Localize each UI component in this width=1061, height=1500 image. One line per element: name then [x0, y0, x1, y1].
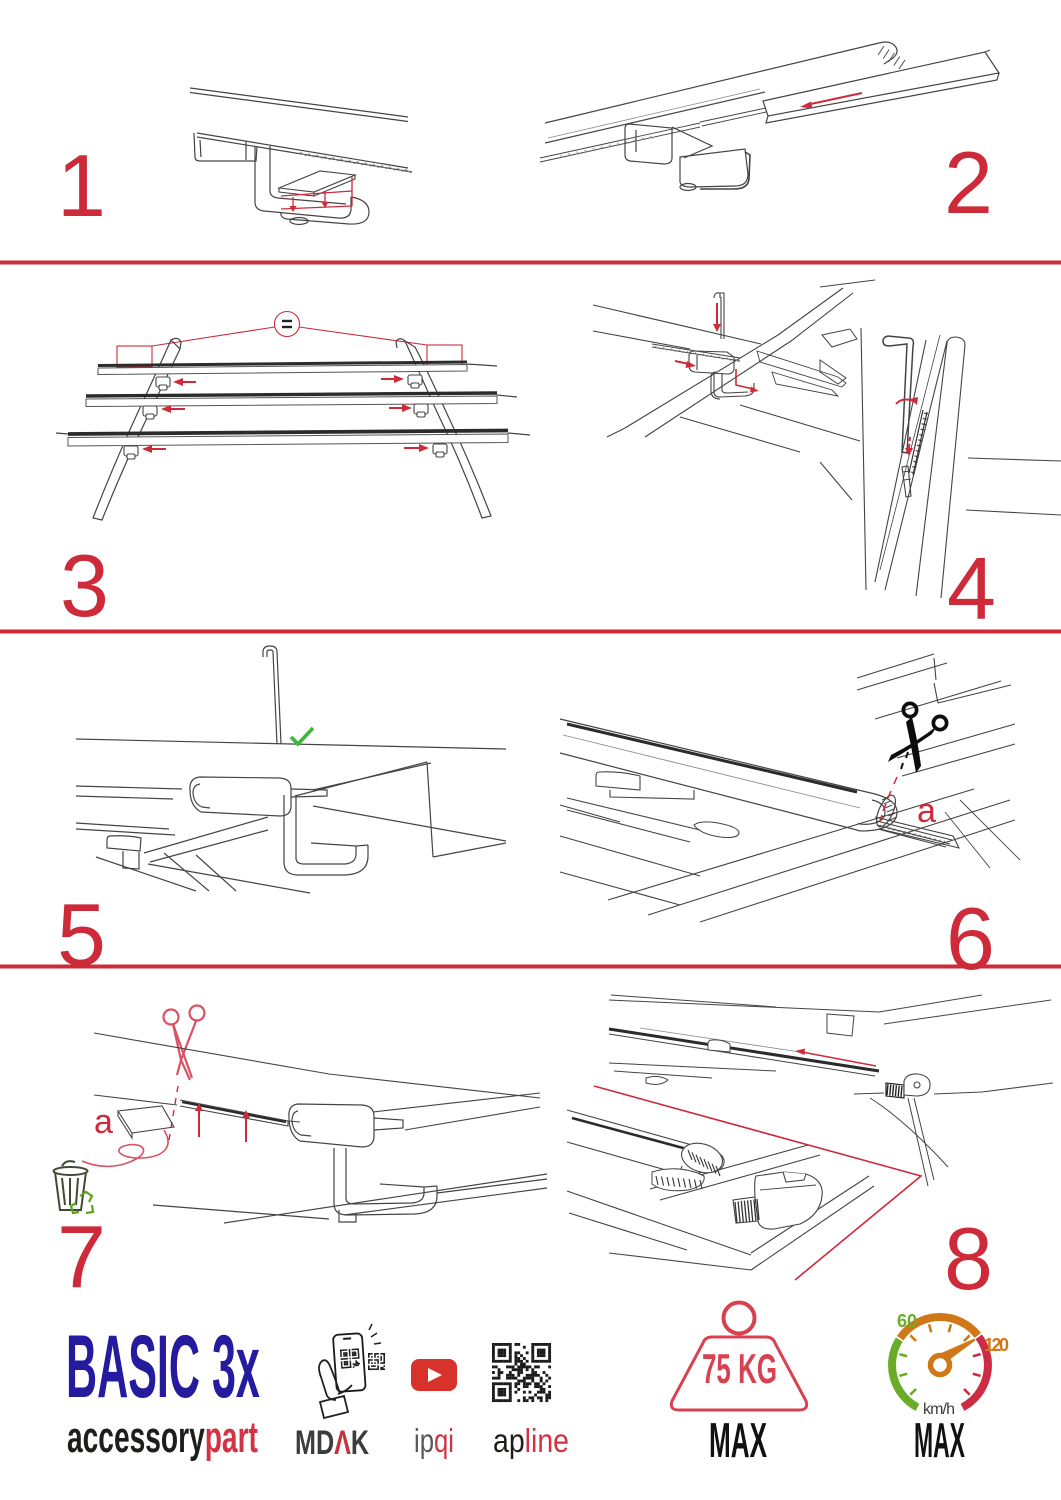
svg-text:accessorypart: accessorypart [67, 1413, 258, 1462]
svg-text:BASIC 3x: BASIC 3x [66, 1317, 260, 1416]
svg-text:apline: apline [493, 1422, 569, 1459]
svg-text:60: 60 [897, 1311, 917, 1331]
svg-text:MAX: MAX [709, 1413, 767, 1468]
svg-text:km/h: km/h [923, 1401, 955, 1418]
svg-text:ipqi: ipqi [414, 1423, 454, 1460]
svg-text:120: 120 [984, 1335, 1009, 1355]
svg-text:MDΛK: MDΛK [295, 1424, 369, 1462]
svg-text:MAX: MAX [914, 1413, 965, 1468]
svg-text:75 KG: 75 KG [702, 1346, 777, 1393]
